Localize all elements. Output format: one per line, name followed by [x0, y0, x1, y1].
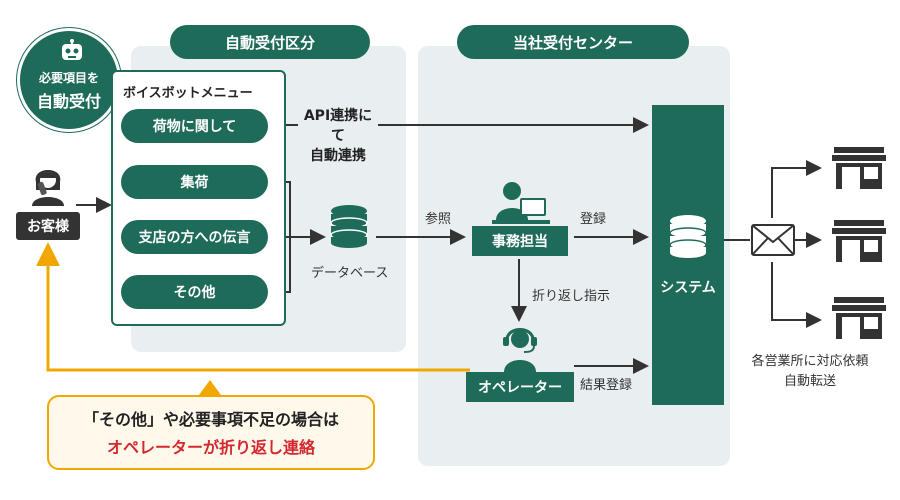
envelope-icon: [751, 224, 795, 256]
reception-center-title: 当社受付センター: [457, 25, 689, 59]
branch-forward-line1: 各営業所に対応依頼: [751, 354, 869, 369]
office-staff-label: 事務担当: [472, 226, 568, 256]
operator-headset-icon: [503, 328, 537, 372]
system-database-icon: [669, 215, 707, 258]
branch-forward-line2: 自動転送: [783, 374, 836, 389]
branch-office-icon-3: [832, 297, 886, 339]
auto-reception-title: 自動受付区分: [170, 25, 370, 59]
callback-note-line2: オペレーターが折り返し連絡: [106, 438, 315, 457]
menu-item-package[interactable]: 荷物に関して: [121, 109, 268, 143]
voicebot-menu-title: ボイスボットメニュー: [123, 86, 253, 101]
robot-badge-line2: 自動受付: [36, 92, 101, 111]
customer-label: お客様: [16, 212, 80, 240]
menu-item-other[interactable]: その他: [121, 275, 268, 309]
branch-office-icon-2: [832, 220, 886, 262]
database-icon: [330, 205, 368, 248]
system-label: システム: [660, 280, 716, 296]
result-registration-label: 結果登録: [580, 378, 633, 393]
branch-office-icon-1: [832, 147, 886, 189]
api-link-line1: API連携にて: [303, 108, 373, 144]
robot-badge-line1: 必要項目を: [38, 71, 99, 85]
customer-phone-icon: [32, 170, 64, 206]
robot-icon: [62, 39, 82, 60]
robot-badge: 必要項目を 自動受付: [17, 28, 121, 132]
operator-label: オペレーター: [466, 372, 574, 402]
registration-label: 登録: [580, 212, 607, 227]
menu-item-pickup[interactable]: 集荷: [121, 165, 268, 199]
callback-instruction-label: 折り返し指示: [532, 289, 611, 304]
system-box: システム: [652, 105, 724, 405]
database-label: データベース: [311, 266, 389, 281]
branch-forward-label: 各営業所に対応依頼 自動転送: [735, 352, 885, 392]
office-staff-icon: [492, 182, 550, 224]
api-link-label: API連携にて 自動連携: [298, 106, 378, 166]
menu-item-branch-message[interactable]: 支店の方への伝言: [121, 220, 268, 254]
api-link-line2: 自動連携: [310, 148, 366, 164]
callback-note: 「その他」や必要事項不足の場合は オペレーターが折り返し連絡: [47, 395, 375, 470]
reference-label: 参照: [425, 212, 452, 227]
callback-note-line1: 「その他」や必要事項不足の場合は: [82, 410, 339, 429]
